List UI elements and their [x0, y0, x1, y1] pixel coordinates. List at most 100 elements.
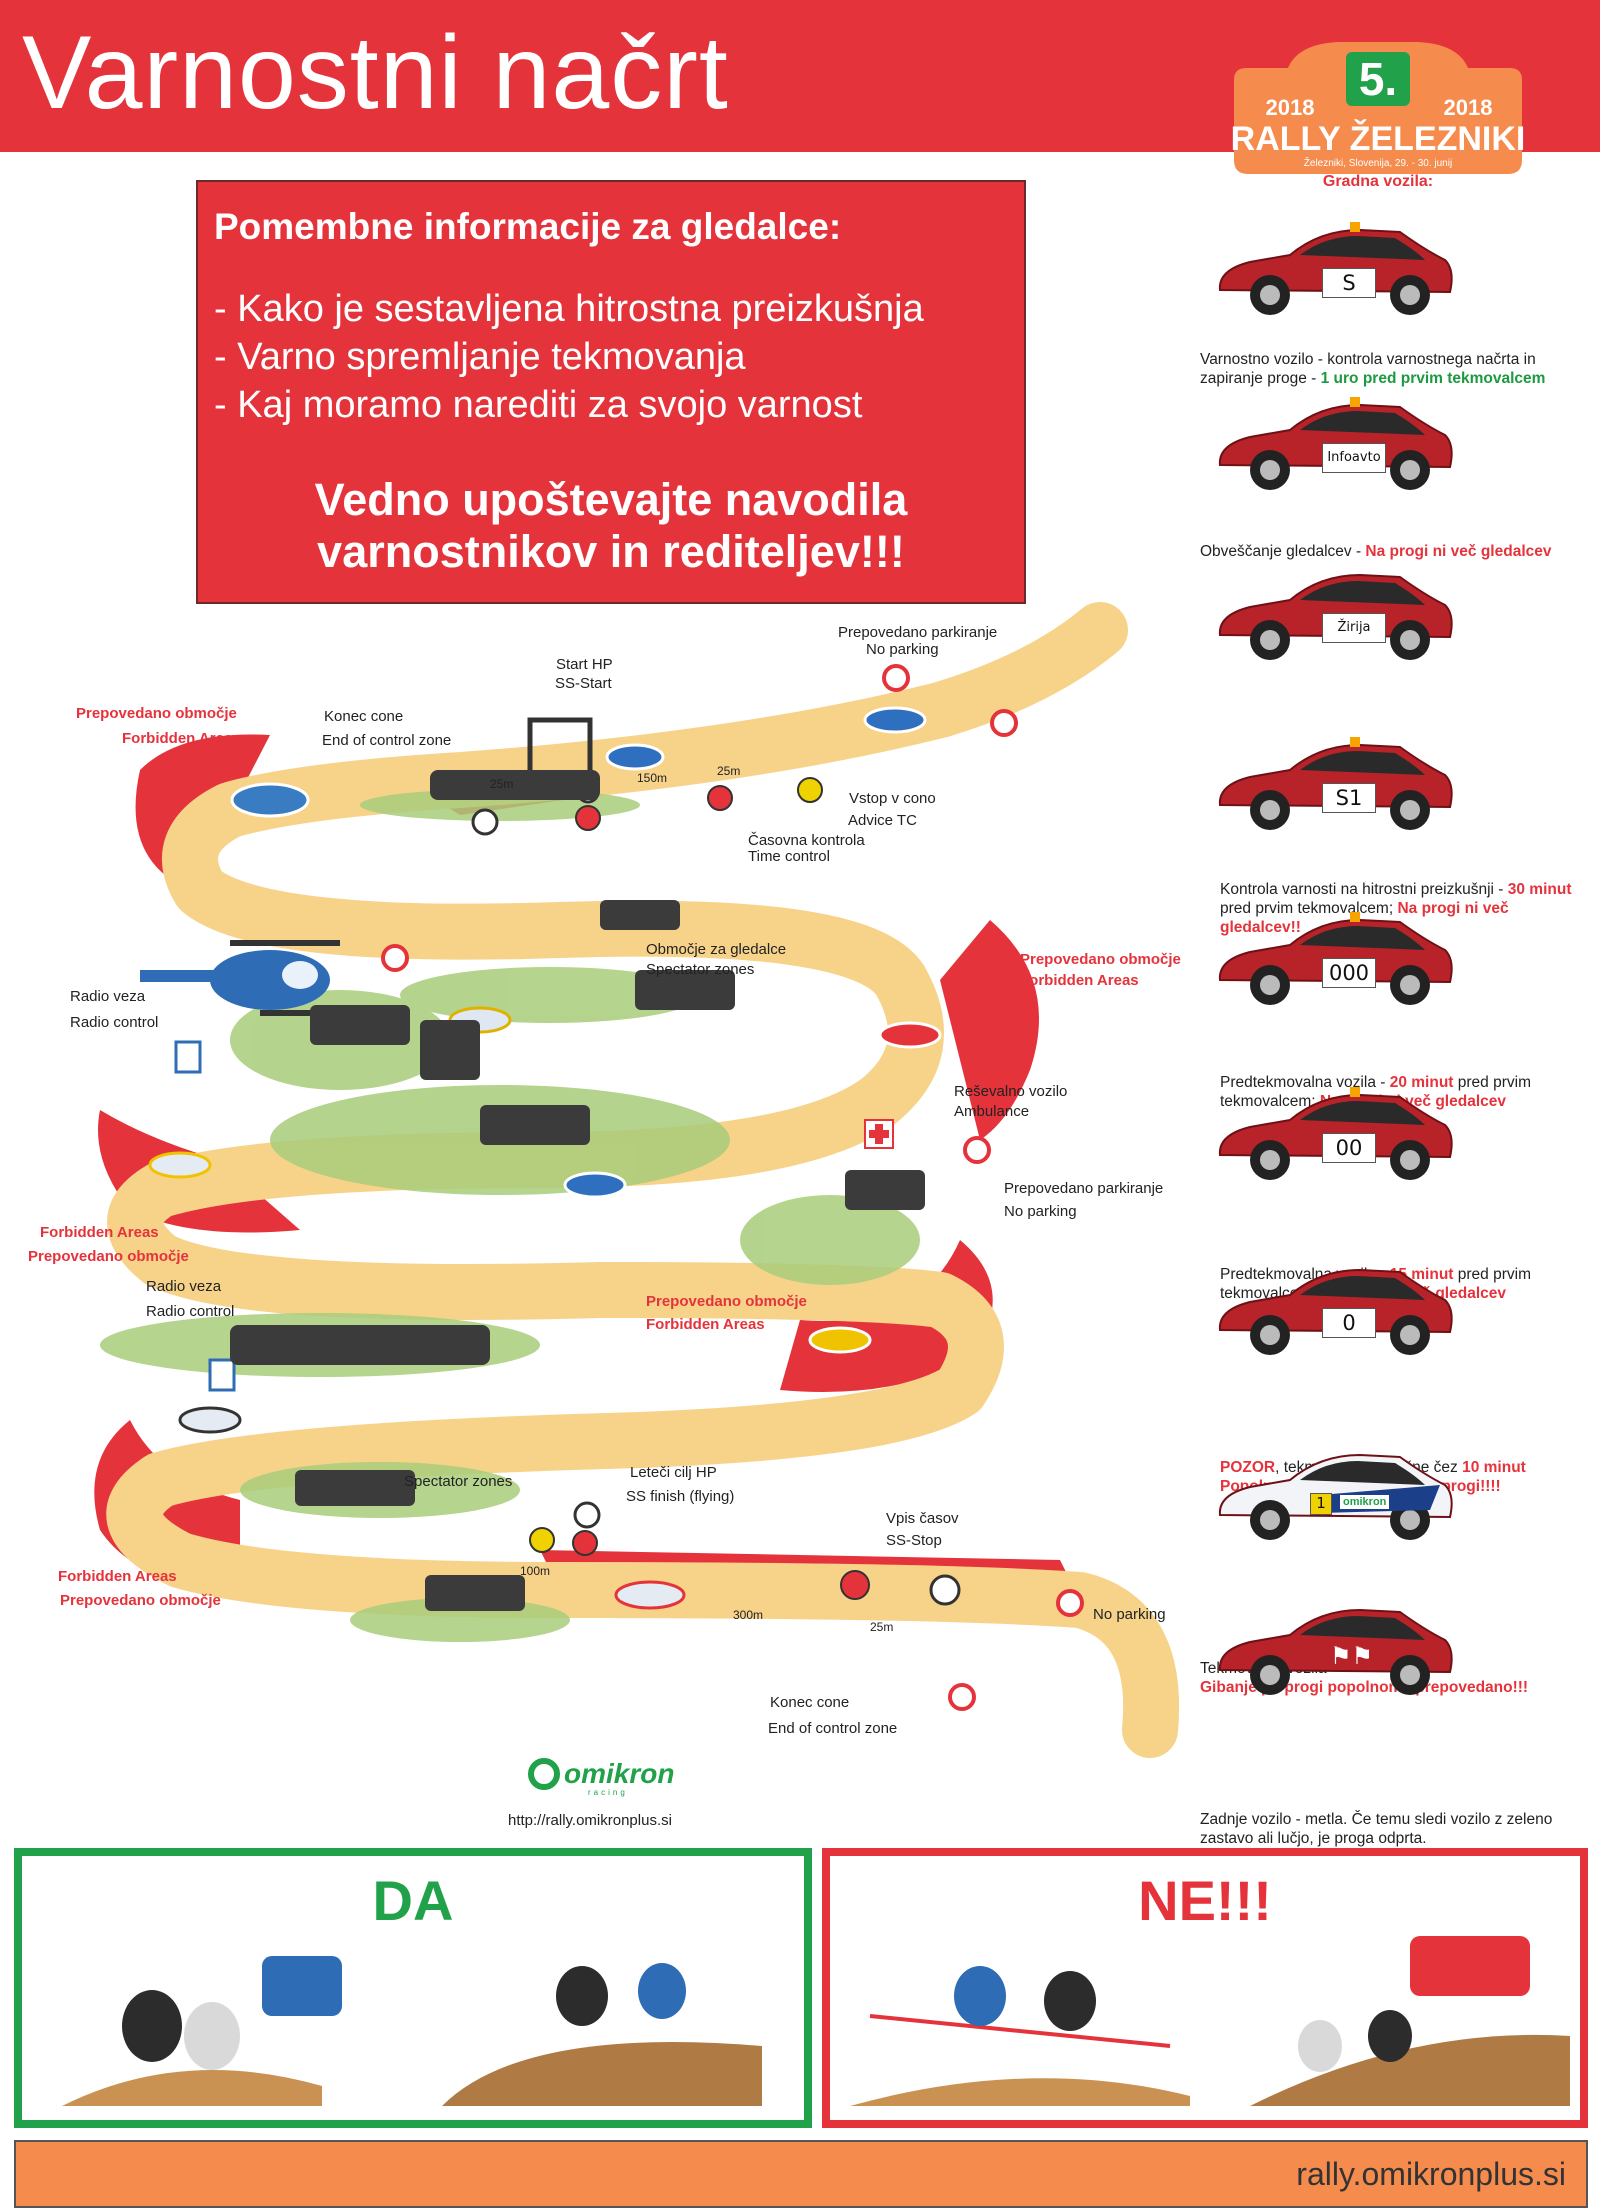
car-item: S1 — [1200, 725, 1460, 845]
info-warning-line: varnostnikov in rediteljev!!! — [317, 526, 905, 577]
map-label: Prepovedano območje — [60, 1592, 221, 1609]
spectator-figures — [230, 770, 925, 1611]
map-label: Radio veza — [146, 1278, 222, 1295]
omikron-wordmark: omikron — [564, 1758, 675, 1789]
map-label: 100m — [520, 1564, 551, 1578]
map-label: Forbidden Areas — [58, 1568, 177, 1585]
car-caption-highlight: Na progi ni več gledalcev — [1365, 543, 1552, 560]
omikron-sub: racing — [588, 1788, 628, 1797]
car-plate: Žirija — [1322, 613, 1386, 643]
dont-illustration — [850, 1936, 1570, 2106]
race-road — [106, 602, 1180, 1758]
map-label: No parking — [1004, 1203, 1077, 1220]
map-label: End of control zone — [322, 732, 452, 749]
car-item: Žirija — [1200, 555, 1460, 675]
car-caption-highlight: 1 uro pred prvim tekmovalcem — [1320, 370, 1546, 387]
car-caption-text: Predtekmovalna vozila - — [1220, 1074, 1390, 1091]
map-label: Vpis časov — [886, 1510, 959, 1527]
map-label: Advice TC — [848, 812, 917, 829]
info-warning: Vedno upoštevajte navodila varnostnikov … — [198, 474, 1024, 578]
rally-logo: 5. 2018 2018 RALLY ŽELEZNIKI Železniki, … — [1231, 42, 1526, 190]
car-plate: 000 — [1322, 958, 1376, 988]
car-caption-highlight: 10 minut — [1462, 1459, 1526, 1476]
race-number: 1 — [1310, 1493, 1332, 1515]
car-item: S — [1200, 210, 1460, 330]
map-label: 25m — [870, 1620, 894, 1634]
car-caption: Obveščanje gledalcev - Na progi ni več g… — [1200, 542, 1590, 561]
car-plate: S — [1322, 268, 1376, 298]
safety-car-icon — [1218, 222, 1453, 315]
car-caption-highlight: 20 minut — [1389, 1074, 1454, 1091]
map-label: Vstop v cono — [849, 790, 936, 807]
map-label: Forbidden Areas — [40, 1224, 159, 1241]
map-label: Prepovedano območje — [646, 1293, 807, 1310]
map-label: End of control zone — [768, 1720, 898, 1737]
car-item: 0 — [1200, 1250, 1460, 1370]
car-caption-text: Kontrola varnosti na hitrostni preizkušn… — [1220, 881, 1508, 898]
page-title: Varnostni načrt — [22, 15, 729, 131]
car-caption: Varnostno vozilo - kontrola varnostnega … — [1200, 350, 1590, 388]
map-label: 25m — [490, 777, 514, 791]
car-caption: Zadnje vozilo - metla. Če temu sledi voz… — [1200, 1810, 1590, 1848]
car-caption-highlight: Na progi ni več gledalcev!! — [1220, 900, 1509, 936]
safety-car-icon — [1218, 1268, 1453, 1355]
map-label: SS finish (flying) — [626, 1488, 735, 1505]
safety-car-icon — [1218, 1087, 1453, 1180]
map-label: Radio control — [70, 1014, 159, 1031]
no-parking-signs — [381, 664, 1084, 1711]
checkered-flag-icon: ⚑⚑ — [1330, 1643, 1374, 1670]
car-caption-highlight: POZOR — [1220, 1459, 1276, 1476]
info-heading: Pomembne informacije za gledalce: — [214, 206, 842, 247]
ambulance-icon — [864, 1119, 894, 1149]
omikron-logo: omikron racing — [528, 1754, 674, 1798]
car-plate: S1 — [1322, 783, 1376, 813]
map-label: Časovna kontrola — [748, 832, 865, 849]
map-label: Time control — [748, 848, 830, 865]
logo-hidden-caption: Gradna vozila: — [1323, 173, 1433, 190]
map-label: Forbidden Areas — [122, 730, 241, 747]
info-warning-line: Vedno upoštevajte navodila — [314, 474, 908, 525]
info-item: - Kaj moramo narediti za svojo varnost — [214, 384, 863, 426]
map-label: Prepovedano parkiranje — [838, 624, 998, 641]
map-label: Konec cone — [770, 1694, 850, 1711]
safety-car-icon — [1218, 1608, 1453, 1695]
do-label: DA — [372, 1869, 454, 1932]
map-label: Radio veza — [70, 988, 146, 1005]
map-label: Radio control — [146, 1303, 235, 1320]
omikron-ring-icon — [528, 1758, 560, 1790]
map-label: Forbidden Areas — [646, 1316, 765, 1333]
map-label: Prepovedano območje — [1020, 951, 1181, 968]
info-panel: Pomembne informacije za gledalce: - Kako… — [196, 180, 1026, 604]
safety-car-icon — [1218, 912, 1453, 1005]
car-item: Infoavto — [1200, 385, 1460, 505]
car-item: 000 — [1200, 900, 1460, 1020]
car-caption-text: Varnostno vozilo - kontrola varnostnega … — [1200, 351, 1536, 387]
map-url: http://rally.omikronplus.si — [508, 1812, 672, 1829]
footer-url: rally.omikronplus.si — [1296, 2156, 1566, 2192]
safety-car-icon — [1218, 737, 1453, 830]
safety-car-icon — [1218, 573, 1453, 660]
info-item: - Kako je sestavljena hitrostna preizkuš… — [214, 288, 924, 330]
car-item: 00 — [1200, 1075, 1460, 1195]
map-label: Start HP — [556, 656, 613, 673]
radio-signs — [174, 1040, 236, 1392]
car-caption: Kontrola varnosti na hitrostni preizkušn… — [1220, 880, 1580, 937]
map-label: Prepovedano območje — [28, 1248, 189, 1265]
logo-year-right: 2018 — [1444, 95, 1493, 120]
logo-subtitle: Železniki, Slovenija, 29. - 30. junij — [1304, 156, 1452, 169]
helicopter-icon — [140, 940, 340, 1016]
map-label: SS-Stop — [886, 1532, 942, 1549]
race-car-icon — [1218, 1453, 1453, 1540]
map-label: 300m — [733, 1608, 764, 1622]
car-plate: Infoavto — [1322, 443, 1386, 473]
do-illustration — [62, 1956, 762, 2106]
car-caption-text: pred prvim tekmovalcem; — [1220, 900, 1398, 917]
map-label: No parking — [1093, 1606, 1166, 1623]
dont-label: NE!!! — [1138, 1869, 1272, 1932]
map-label: 150m — [637, 771, 668, 785]
logo-name: RALLY ŽELEZNIKI — [1231, 120, 1526, 158]
map-label: Ambulance — [954, 1103, 1030, 1120]
map-label: Forbidden Areas — [1020, 972, 1139, 989]
map-label: Območje za gledalce — [646, 941, 787, 958]
